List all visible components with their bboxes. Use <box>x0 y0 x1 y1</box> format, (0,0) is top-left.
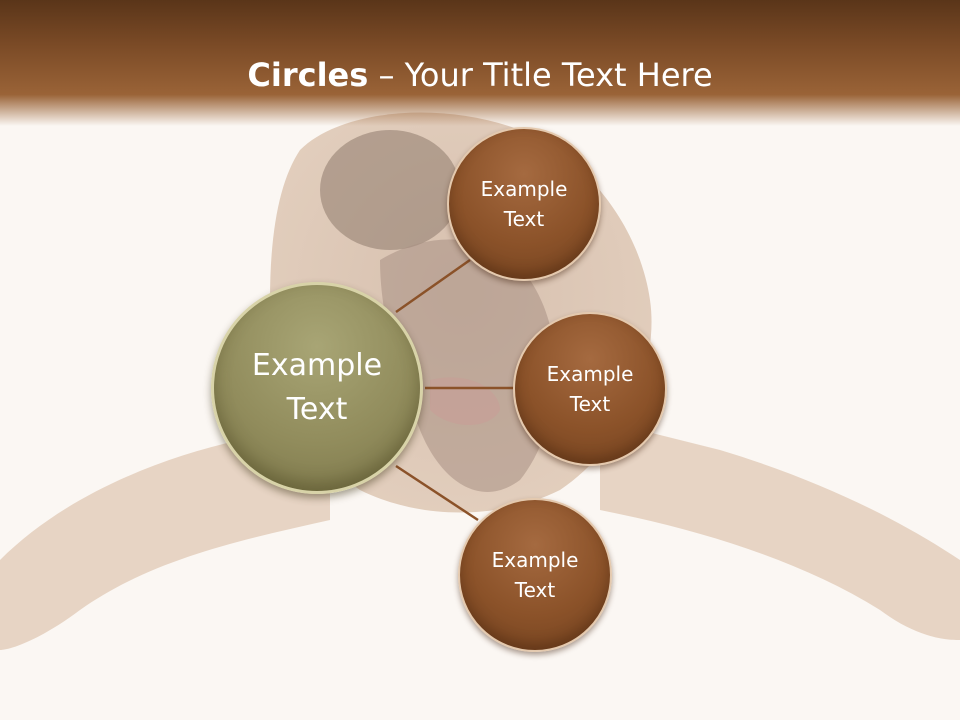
satellite-bottom-line1: Example <box>491 548 579 572</box>
connector-line-top <box>395 258 471 314</box>
satellite-circle-bottom: Example Text <box>458 498 612 652</box>
satellite-middle-line2: Text <box>569 392 611 416</box>
slide-title: Circles – Your Title Text Here <box>0 52 960 98</box>
title-bold-word: Circles <box>247 56 369 94</box>
center-circle: Example Text <box>211 282 423 494</box>
title-rest: – Your Title Text Here <box>368 56 713 94</box>
satellite-circle-top: Example Text <box>447 127 601 281</box>
center-circle-line1: Example <box>251 348 383 383</box>
satellite-middle-line1: Example <box>546 362 634 386</box>
connector-line-bottom <box>395 464 479 522</box>
title-header-band <box>0 0 960 126</box>
center-circle-line2: Text <box>286 392 348 427</box>
satellite-bottom-line2: Text <box>514 578 556 602</box>
satellite-circle-middle: Example Text <box>513 312 667 466</box>
satellite-top-line1: Example <box>480 177 568 201</box>
satellite-top-line2: Text <box>503 207 545 231</box>
